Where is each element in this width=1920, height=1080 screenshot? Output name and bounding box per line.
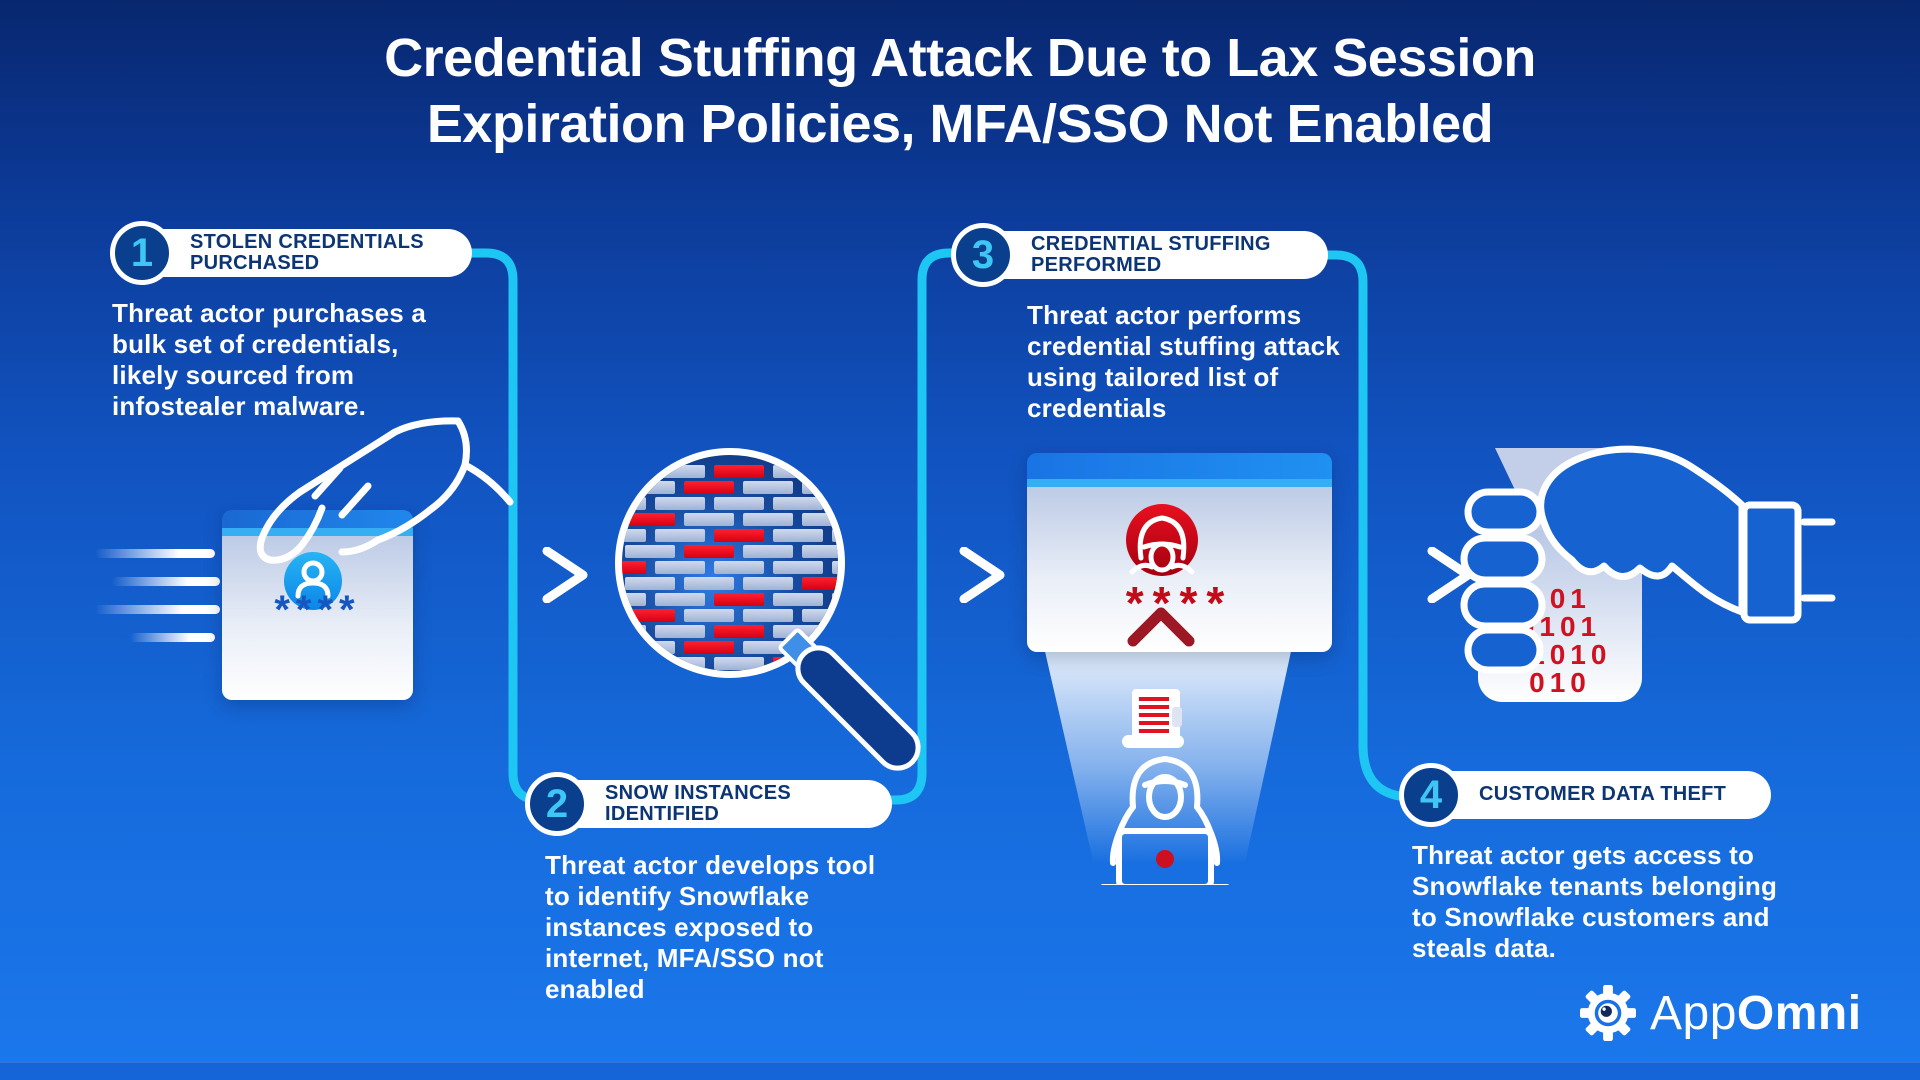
exposed-instance-bar xyxy=(832,497,838,510)
connector-step3-to-step4 xyxy=(1315,250,1429,802)
step-label: CUSTOMER DATA THEFT xyxy=(1421,771,1771,819)
login-window-header xyxy=(1027,453,1332,479)
instance-bar xyxy=(743,481,793,494)
step-number: 2 xyxy=(525,772,589,836)
instance-bar xyxy=(655,657,705,670)
instance-bar xyxy=(743,545,793,558)
instance-bar xyxy=(714,561,764,574)
instance-bar xyxy=(655,593,705,606)
grabbing-hand-icon xyxy=(256,417,514,564)
instance-bar xyxy=(625,545,675,558)
instance-bar xyxy=(832,561,838,574)
instance-bar xyxy=(773,561,823,574)
logo-omni-text: Omni xyxy=(1736,986,1862,1040)
instance-bar xyxy=(622,497,646,510)
bottom-edge-strip xyxy=(0,1062,1920,1080)
instance-bar xyxy=(802,609,838,622)
instance-bar xyxy=(655,497,705,510)
exposed-instance-bar xyxy=(625,513,675,526)
gear-eye-icon xyxy=(1580,985,1636,1041)
step-label: CREDENTIAL STUFFING PERFORMED xyxy=(973,231,1328,279)
instance-bar xyxy=(714,657,764,670)
flow-arrow-right-icon xyxy=(1312,547,1473,603)
instance-bar xyxy=(625,577,675,590)
masked-password-text: **** xyxy=(274,588,361,632)
instance-bar xyxy=(625,481,675,494)
step-number: 1 xyxy=(110,221,174,285)
sleeve-cuff xyxy=(1740,501,1802,624)
instance-bar xyxy=(622,625,646,638)
exposed-instance-bar xyxy=(622,561,646,574)
instance-bar xyxy=(802,513,838,526)
logo-wordmark: AppOmni xyxy=(1650,986,1862,1041)
exposed-instance-bar xyxy=(684,481,734,494)
binary-row: 010 xyxy=(1529,667,1591,698)
instance-bar xyxy=(773,497,823,510)
step-number: 4 xyxy=(1399,763,1463,827)
logo-app-text: App xyxy=(1650,986,1737,1040)
instance-bar xyxy=(832,465,838,478)
instance-bar xyxy=(773,529,823,542)
credential-list-scroll-icon xyxy=(1122,689,1184,748)
step-description-2: Threat actor develops tool to identify S… xyxy=(545,850,876,1004)
appomni-logo: AppOmni xyxy=(1580,985,1862,1041)
instance-bar xyxy=(625,641,675,654)
instance-bar xyxy=(622,593,646,606)
instance-bar xyxy=(743,577,793,590)
speed-line xyxy=(130,633,215,642)
login-window-header-strip xyxy=(1027,479,1332,487)
instance-bar xyxy=(743,609,793,622)
instance-bar xyxy=(684,513,734,526)
flow-arrow-right-icon xyxy=(844,547,1005,603)
exposed-instance-bar xyxy=(684,545,734,558)
hacker-at-laptop-icon xyxy=(1100,756,1230,885)
instance-bar xyxy=(622,529,646,542)
speed-line xyxy=(112,577,220,586)
instance-bar xyxy=(655,465,705,478)
instance-bar xyxy=(802,545,838,558)
instance-bar xyxy=(655,561,705,574)
instance-bar xyxy=(832,593,838,606)
data-theft-illustration: 101 0101 01010 010 xyxy=(1460,445,1836,702)
exposed-instance-bar xyxy=(714,625,764,638)
instance-bar xyxy=(773,593,823,606)
flow-arrow-right-icon xyxy=(427,547,588,603)
instance-bar xyxy=(832,625,838,638)
speed-line xyxy=(95,549,215,558)
exposed-instance-bar xyxy=(684,641,734,654)
step-description-4: Threat actor gets access to Snowflake te… xyxy=(1412,840,1778,963)
instance-bar xyxy=(684,609,734,622)
instance-bar xyxy=(802,481,838,494)
step-description-1: Threat actor purchases a bulk set of cre… xyxy=(112,298,427,421)
page-title: Credential Stuffing Attack Due to Lax Se… xyxy=(384,28,1536,154)
step-label: SNOW INSTANCES IDENTIFIED xyxy=(547,780,892,828)
step-number: 3 xyxy=(951,223,1015,287)
exposed-instance-bar xyxy=(714,465,764,478)
grabbing-fist-icon xyxy=(1460,445,1802,674)
instance-bar xyxy=(832,529,838,542)
step-label: STOLEN CREDENTIALS PURCHASED xyxy=(132,229,472,277)
credential-card-header-strip xyxy=(222,528,413,536)
instance-bar xyxy=(743,513,793,526)
upload-arrow-icon xyxy=(1127,607,1195,701)
instance-bar xyxy=(655,529,705,542)
speed-line xyxy=(95,605,220,614)
instance-bar xyxy=(622,465,646,478)
step-description-3: Threat actor performs credential stuffin… xyxy=(1027,300,1340,423)
instance-bar xyxy=(773,465,823,478)
hacker-avatar-icon xyxy=(1126,504,1198,576)
instance-bar xyxy=(684,577,734,590)
instance-bar xyxy=(622,657,646,670)
exposed-instance-bar xyxy=(714,593,764,606)
instance-bar xyxy=(655,625,705,638)
exposed-instance-bar xyxy=(625,609,675,622)
exposed-instance-bar xyxy=(714,529,764,542)
user-avatar-icon xyxy=(284,552,342,610)
exposed-instance-bar xyxy=(802,577,838,590)
instance-bar xyxy=(714,497,764,510)
